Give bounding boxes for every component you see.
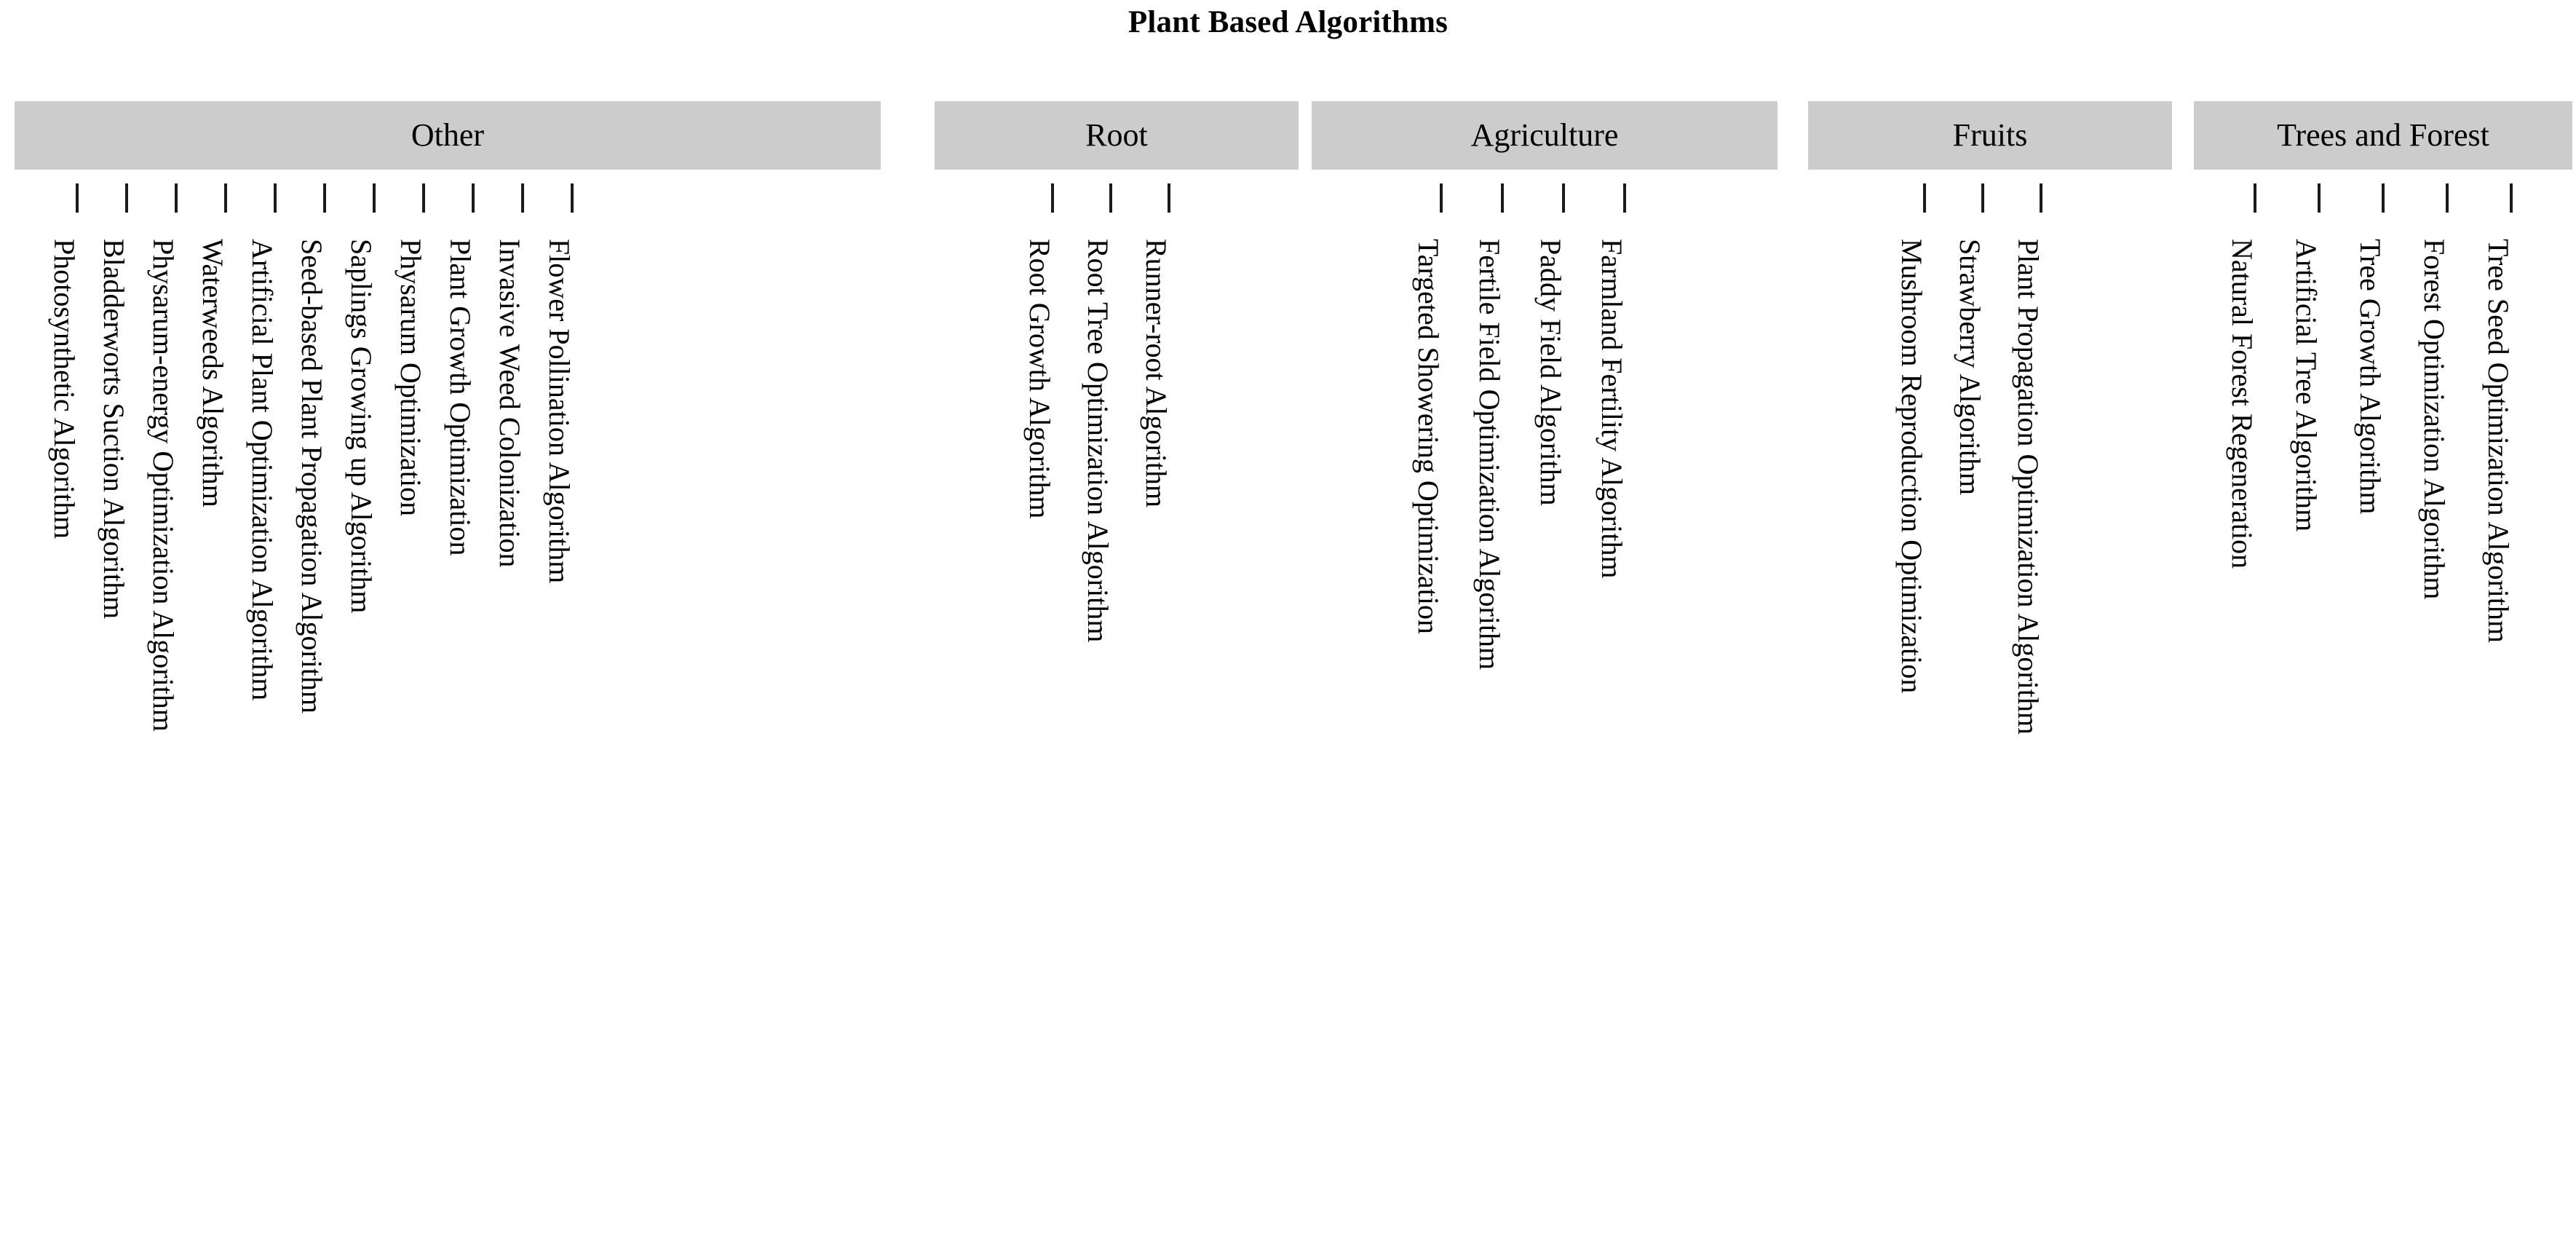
tick-mark: [472, 183, 475, 213]
leaf-item-label: Plant Propagation Optimization Algorithm: [2012, 239, 2045, 735]
tick-mark: [323, 183, 326, 213]
tick-mark: [2510, 183, 2513, 213]
leaf-item-label: Runner-root Algorithm: [1140, 239, 1173, 508]
leaf-item-label: Farmland Fertility Algorithm: [1596, 239, 1628, 579]
tick-mark: [1623, 183, 1626, 213]
leaf-item-label: Tree Growth Algorithm: [2354, 239, 2387, 515]
leaf-items-layer: Natural Forest Regeneration Artificial Tr…: [2194, 170, 2572, 1234]
leaf-item-label: Physarum-energy Optimization Algorithm: [147, 239, 180, 732]
leaf-item-label: Saplings Growing up Algorithm: [345, 239, 378, 614]
category-header-box[interactable]: Other: [15, 101, 881, 170]
leaf-item-label: Invasive Weed Colonization: [494, 239, 526, 568]
tick-mark: [2254, 183, 2256, 213]
leaf-items-layer: Targeted Showering Optimization Fertile F…: [1312, 170, 1778, 1234]
leaf-item-label: Flower Pollination Algorithm: [543, 239, 576, 584]
leaf-item-label: Plant Growth Optimization: [444, 239, 477, 556]
tick-mark: [224, 183, 227, 213]
tick-mark: [2040, 183, 2042, 213]
tick-mark: [1501, 183, 1504, 213]
leaf-item-label: Artificial Tree Algorithm: [2290, 239, 2323, 532]
leaf-items-layer: Mushroom Reproduction Optimization Strawb…: [1808, 170, 2172, 1234]
leaf-item-label: Fertile Field Optimization Algorithm: [1473, 239, 1506, 671]
leaf-item-label: Mushroom Reproduction Optimization: [1895, 239, 1928, 694]
tick-mark: [521, 183, 524, 213]
leaf-item-label: Natural Forest Regeneration: [2226, 239, 2259, 569]
category-header-label: Other: [411, 117, 485, 153]
leaf-item-label: Seed-based Plant Propagation Algorithm: [296, 239, 328, 714]
tick-mark: [571, 183, 574, 213]
category-header-label: Root: [1085, 117, 1148, 153]
leaf-item-label: Photosynthetic Algorithm: [48, 239, 81, 539]
leaf-item-label: Paddy Field Algorithm: [1534, 239, 1567, 506]
tick-mark: [373, 183, 376, 213]
leaf-item-label: Root Growth Algorithm: [1023, 239, 1056, 519]
category-header-box[interactable]: Fruits: [1808, 101, 2172, 170]
tick-mark: [422, 183, 425, 213]
leaf-items-layer: Root Growth Algorithm Root Tree Optimizat…: [935, 170, 1299, 1234]
leaf-item-label: Waterweeds Algorithm: [197, 239, 229, 507]
tick-mark: [274, 183, 277, 213]
tick-mark: [2446, 183, 2449, 213]
category-header-box[interactable]: Root: [935, 101, 1299, 170]
tick-mark: [1562, 183, 1565, 213]
tick-mark: [175, 183, 178, 213]
leaf-item-label: Targeted Showering Optimization: [1412, 239, 1445, 635]
tick-mark: [2318, 183, 2321, 213]
tick-mark: [1168, 183, 1170, 213]
tick-mark: [1923, 183, 1926, 213]
leaf-item-label: Strawberry Algorithm: [1954, 239, 1986, 496]
leaf-item-label: Tree Seed Optimization Algorithm: [2482, 239, 2515, 644]
leaf-item-label: Bladderworts Suction Algorithm: [98, 239, 130, 620]
category-header-label: Fruits: [1952, 117, 2028, 153]
tick-mark: [2382, 183, 2385, 213]
leaf-item-label: Forest Optimization Algorithm: [2418, 239, 2451, 600]
category-header-label: Agriculture: [1470, 117, 1619, 153]
category-header-box[interactable]: Agriculture: [1312, 101, 1778, 170]
tick-mark: [1981, 183, 1984, 213]
leaf-item-label: Artificial Plant Optimization Algorithm: [246, 239, 279, 701]
page-title: Plant Based Algorithms: [1128, 5, 1448, 39]
tick-mark: [1051, 183, 1054, 213]
tick-mark: [1109, 183, 1112, 213]
leaf-item-label: Root Tree Optimization Algorithm: [1082, 239, 1114, 643]
leaf-item-label: Physarum Optimization: [395, 239, 427, 517]
leaf-items-layer: Photosynthetic Algorithm Bladderworts Suc…: [15, 170, 881, 1234]
tick-mark: [1440, 183, 1443, 213]
category-header-box[interactable]: Trees and Forest: [2194, 101, 2572, 170]
tick-mark: [76, 183, 79, 213]
category-header-label: Trees and Forest: [2277, 117, 2489, 153]
tick-mark: [125, 183, 128, 213]
